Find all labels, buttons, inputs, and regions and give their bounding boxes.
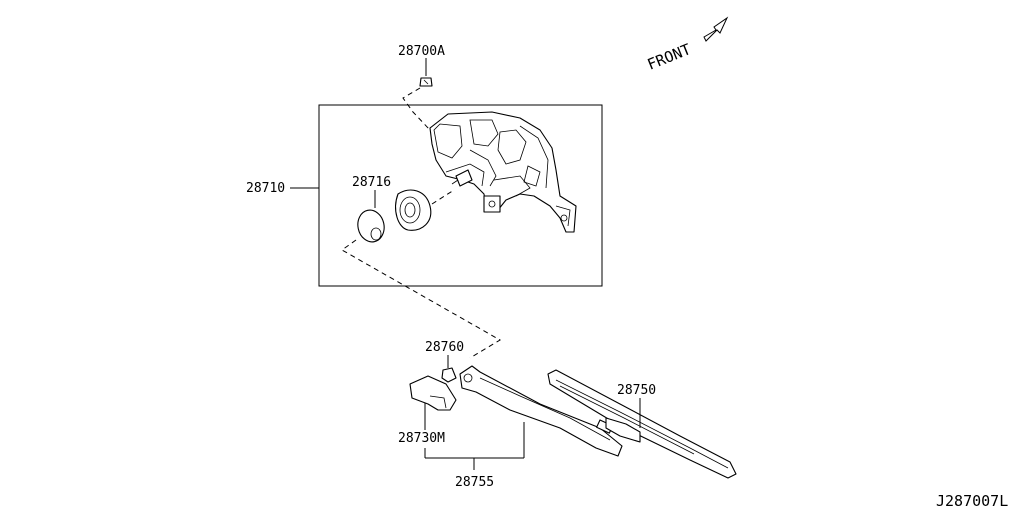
figure-id: J287007L [936,492,1008,510]
motor-assembly-box [318,104,603,287]
part-label-28760: 28760 [425,340,464,355]
part-label-28710: 28710 [246,181,285,196]
front-label: FRONT [645,40,694,74]
part-label-28750: 28750 [617,383,656,398]
wiper-arm-28755: 28755 [424,365,623,490]
part-label-28716: 28716 [352,175,391,190]
arm-cap-28730M: 28730M [398,375,457,446]
bolt-28700A: 28700A [398,44,445,131]
part-label-28755: 28755 [455,475,494,490]
cap-28716: 28716 [341,175,501,359]
wiper-motor [429,111,577,233]
callout-28710: 28710 [246,181,319,196]
part-label-28700A: 28700A [398,44,445,59]
wiper-blade-28750: 28750 [547,369,737,479]
front-indicator: FRONT [645,16,729,74]
nut-28760: 28760 [425,340,464,383]
part-label-28730M: 28730M [398,431,445,446]
front-arrow-icon [703,16,729,42]
